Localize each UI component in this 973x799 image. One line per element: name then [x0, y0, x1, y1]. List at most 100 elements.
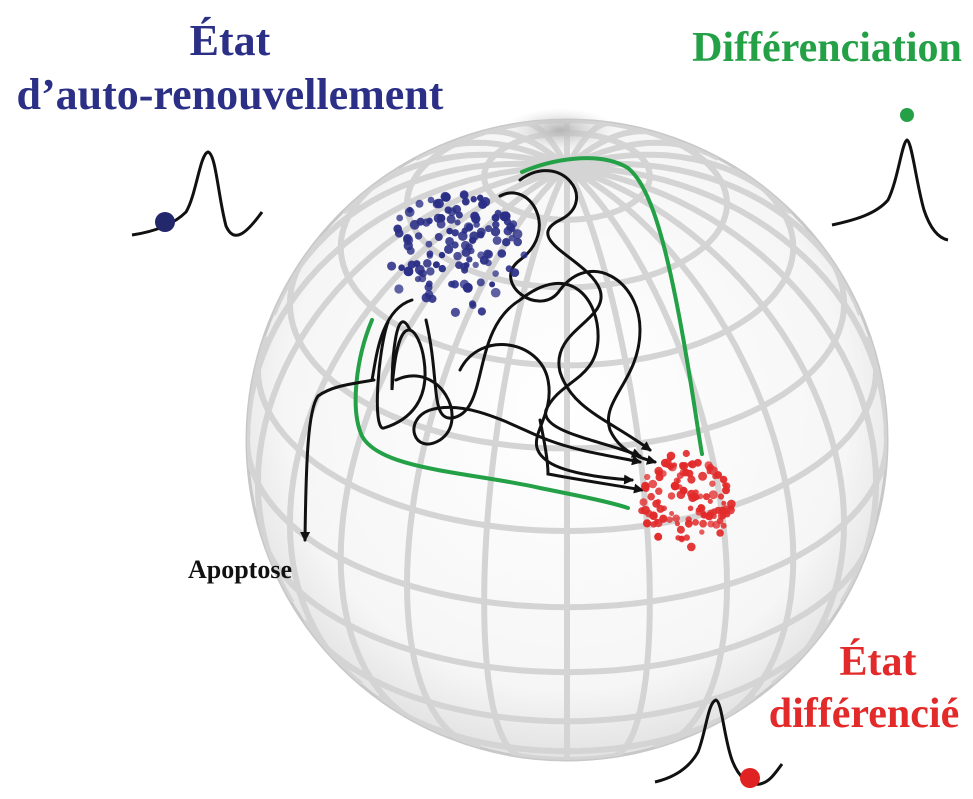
- differentiated-state-label-line2: différencié: [768, 691, 960, 737]
- differentiated-cell: [656, 504, 665, 513]
- self-renewal-cell: [404, 207, 415, 217]
- self-renewal-cell: [472, 261, 479, 269]
- self-renewal-cell: [461, 197, 470, 206]
- differentiated-cell: [699, 519, 707, 528]
- differentiated-cell: [655, 487, 663, 495]
- self-renewal-cell: [398, 264, 405, 272]
- self-renewal-cell: [520, 251, 528, 259]
- differentiated-cell: [666, 451, 676, 461]
- self-renewal-cell: [387, 261, 397, 271]
- differentiated-cell: [694, 494, 700, 501]
- self-renewal-cell: [450, 307, 460, 317]
- differentiated-well-curve: [654, 698, 784, 788]
- self-renewal-cell: [470, 211, 480, 221]
- self-renewal-cell: [396, 214, 404, 222]
- self-renewal-cell: [433, 199, 441, 207]
- sphere-grid-line: [566, 151, 794, 215]
- self-renewal-cell: [489, 281, 496, 288]
- differentiated-cell: [679, 462, 687, 470]
- self-renewal-cell: [407, 260, 416, 269]
- differentiated-cell: [676, 490, 686, 500]
- self-renewal-cell: [451, 241, 459, 249]
- differentiated-cell: [707, 520, 715, 528]
- self-renewal-cell: [417, 270, 424, 276]
- differentiated-cell: [687, 542, 696, 552]
- differentiated-cell: [666, 516, 673, 523]
- self-renewal-cell: [446, 214, 456, 224]
- differentiated-cell-cluster: [638, 449, 736, 552]
- differentiated-cell: [697, 504, 705, 511]
- self-renewal-cell: [426, 252, 433, 259]
- differentiated-cell: [654, 532, 663, 541]
- cell-trajectories: [300, 169, 657, 542]
- self-renewal-state-label: État: [189, 16, 271, 65]
- differentiated-cell: [648, 479, 658, 489]
- self-renewal-cell: [447, 207, 457, 217]
- self-renewal-cell: [415, 199, 424, 208]
- self-renewal-cell: [476, 227, 486, 237]
- differentiated-cell: [639, 498, 648, 506]
- self-renewal-cell: [434, 233, 443, 241]
- self-renewal-cell: [422, 218, 431, 227]
- differentiated-cell: [716, 529, 724, 537]
- self-renewal-cell: [418, 274, 427, 283]
- self-renewal-cell: [460, 240, 470, 250]
- self-renewal-cell: [494, 209, 502, 217]
- self-renewal-cell: [513, 237, 522, 247]
- differentiated-cell: [682, 468, 690, 477]
- self-renewal-cell: [394, 284, 404, 294]
- differentiated-cell: [708, 490, 718, 500]
- differentiated-cell: [699, 529, 705, 535]
- differentiated-cell: [706, 465, 712, 472]
- differentiation-well-curve: [831, 108, 949, 242]
- self-renewal-cell: [427, 196, 435, 204]
- sphere-grid-line: [340, 151, 568, 215]
- differentiated-cell: [655, 499, 661, 505]
- differentiated-cell: [698, 471, 708, 481]
- differentiated-cell: [657, 470, 663, 476]
- self-renewal-cell: [453, 251, 462, 261]
- self-renewal-cell: [455, 211, 463, 219]
- self-renewal-cell: [460, 262, 469, 271]
- self-renewal-cell: [492, 270, 499, 277]
- differentiated-cell: [709, 480, 716, 487]
- self-renewal-cell: [512, 229, 523, 239]
- self-renewal-cell: [466, 256, 473, 263]
- self-renewal-cell: [446, 227, 453, 235]
- sphere-grid-line: [566, 160, 864, 316]
- self-renewal-cell: [450, 280, 459, 289]
- differentiated-cell: [675, 535, 681, 541]
- sphere: [245, 108, 889, 762]
- self-renewal-cell: [485, 225, 493, 233]
- sphere-grid-line: [414, 139, 569, 170]
- sphere-grid-line: [565, 128, 662, 170]
- sphere-grid-line: [481, 165, 570, 760]
- self-renewal-cell: [492, 221, 500, 229]
- self-renewal-cell: [477, 307, 486, 316]
- sphere-grid-line: [566, 164, 848, 687]
- differentiated-cell: [654, 518, 663, 528]
- differentiated-cell: [682, 449, 690, 458]
- self-renewal-cell: [476, 194, 484, 202]
- differentiated-cell: [676, 525, 685, 534]
- differentiated-cell: [712, 473, 718, 480]
- differentiated-cell: [688, 460, 697, 469]
- differentiated-cell: [723, 482, 731, 490]
- differentiated-cell: [641, 482, 650, 492]
- differentiated-cell: [710, 508, 718, 516]
- differentiated-cell: [717, 493, 725, 500]
- self-renewal-cell: [444, 244, 454, 254]
- self-renewal-cell: [403, 266, 414, 277]
- self-renewal-cell: [425, 280, 433, 288]
- sphere-grid-line: [247, 164, 568, 455]
- differentiated-cell: [719, 475, 728, 484]
- self-renewal-cell: [503, 217, 512, 226]
- differentiated-cell: [677, 484, 683, 490]
- differentiated-cell: [687, 505, 694, 512]
- self-renewal-cell: [423, 259, 432, 268]
- self-renewal-cell: [425, 240, 433, 248]
- self-renewal-state-dot: [155, 212, 175, 232]
- self-renewal-cell: [476, 278, 485, 287]
- self-renewal-cell: [451, 229, 459, 237]
